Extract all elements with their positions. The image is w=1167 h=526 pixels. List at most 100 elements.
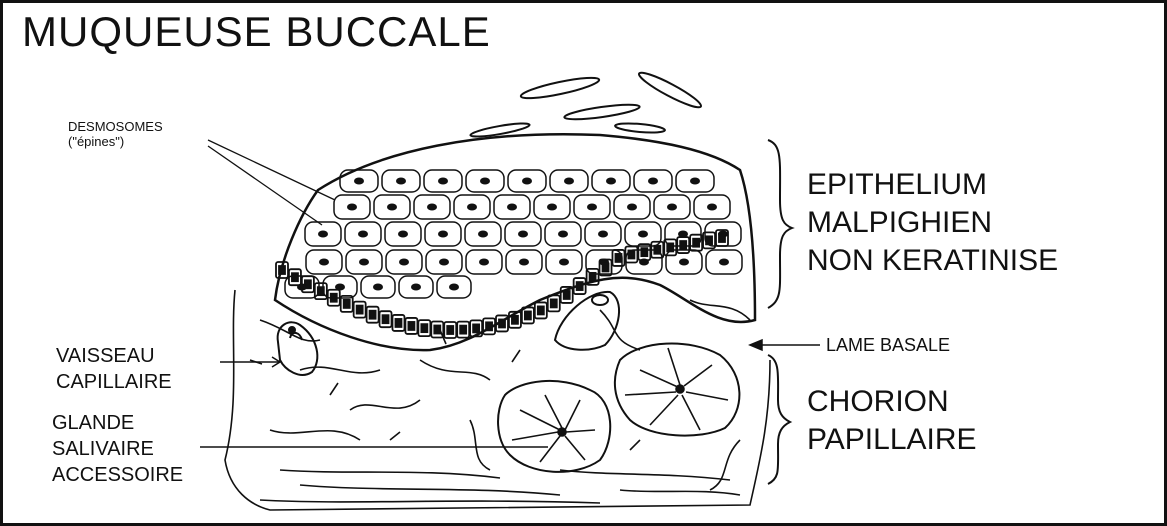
basal-nucleus <box>628 250 634 258</box>
basal-nucleus <box>473 324 479 332</box>
cell-nucleus <box>319 259 329 266</box>
cell-nucleus <box>347 204 357 211</box>
label-pointers <box>200 340 820 447</box>
basal-nucleus <box>590 273 596 281</box>
basal-nucleus <box>486 322 492 330</box>
cell-nucleus <box>627 204 637 211</box>
epithelium-label-line1: EPITHELIUM <box>807 166 1058 204</box>
cell-nucleus <box>648 178 658 185</box>
epithelium-label: EPITHELIUM MALPIGHIEN NON KERATINISE <box>807 166 1058 280</box>
cell-nucleus <box>359 259 369 266</box>
cell-nucleus <box>318 231 328 238</box>
lame-basale-label: LAME BASALE <box>826 332 950 358</box>
cell-nucleus <box>719 259 729 266</box>
cell-nucleus <box>399 259 409 266</box>
basal-nucleus <box>357 306 363 314</box>
basal-nucleus <box>279 266 285 274</box>
glande-label: GLANDE SALIVAIRE ACCESSOIRE <box>52 410 183 488</box>
salivary-gland-acini <box>498 344 739 472</box>
cell-nucleus <box>438 231 448 238</box>
cell-nucleus <box>690 178 700 185</box>
basal-nucleus <box>344 300 350 308</box>
basal-nucleus <box>318 287 324 295</box>
basal-nucleus <box>305 280 311 288</box>
basal-nucleus <box>383 315 389 323</box>
page-title: MUQUEUSE BUCCALE <box>22 8 491 56</box>
basal-nucleus <box>667 243 673 251</box>
cell-nucleus <box>427 204 437 211</box>
basal-nucleus <box>693 239 699 247</box>
cell-nucleus <box>587 204 597 211</box>
cell-nucleus <box>507 204 517 211</box>
cell-nucleus <box>564 178 574 185</box>
brackets <box>768 140 792 484</box>
basal-nucleus <box>499 319 505 327</box>
vaisseau-label: VAISSEAU CAPILLAIRE <box>56 343 172 395</box>
basal-nucleus <box>615 254 621 262</box>
cell-nucleus <box>396 178 406 185</box>
chorion-label-line2: PAPILLAIRE <box>807 421 977 459</box>
glande-label-line2: SALIVAIRE <box>52 436 183 462</box>
desmosomes-label-line2: ("épines") <box>68 134 163 149</box>
cell-nucleus <box>478 231 488 238</box>
basal-nucleus <box>434 325 440 333</box>
cell-nucleus <box>518 231 528 238</box>
cell-nucleus <box>358 231 368 238</box>
basal-nucleus <box>551 299 557 307</box>
basal-nucleus <box>331 294 337 302</box>
cell-nucleus <box>373 284 383 291</box>
basal-nucleus <box>680 241 686 249</box>
basal-nucleus <box>564 291 570 299</box>
cell-nucleus <box>387 204 397 211</box>
glande-label-line1: GLANDE <box>52 410 183 436</box>
cell-nucleus <box>438 178 448 185</box>
basal-nucleus <box>395 319 401 327</box>
glande-label-line3: ACCESSOIRE <box>52 462 183 488</box>
basal-nucleus <box>460 326 466 334</box>
cell-nucleus <box>559 259 569 266</box>
cell-nucleus <box>398 231 408 238</box>
basal-nucleus <box>292 273 298 281</box>
basal-nucleus <box>421 324 427 332</box>
cell-nucleus <box>519 259 529 266</box>
epithelium-label-line3: NON KERATINISE <box>807 242 1058 280</box>
cell-nucleus <box>679 259 689 266</box>
basal-nucleus <box>408 322 414 330</box>
basal-nucleus <box>603 263 609 271</box>
basal-nucleus <box>654 246 660 254</box>
basal-nucleus <box>447 326 453 334</box>
basal-nucleus <box>538 306 544 314</box>
chorion-label: CHORION PAPILLAIRE <box>807 383 977 459</box>
basal-nucleus <box>719 234 725 242</box>
epithelium-label-line2: MALPIGHIEN <box>807 204 1058 242</box>
chorion-bracket <box>768 355 790 484</box>
basal-nucleus <box>706 236 712 244</box>
desmosomes-label: DESMOSOMES ("épines") <box>68 119 163 149</box>
cell-nucleus <box>467 204 477 211</box>
cell-nucleus <box>411 284 421 291</box>
cell-nucleus <box>638 231 648 238</box>
basal-nucleus <box>577 282 583 290</box>
basal-nucleus <box>370 311 376 319</box>
desmosomes-pointers <box>208 140 335 225</box>
cell-nucleus <box>547 204 557 211</box>
cell-nucleus <box>667 204 677 211</box>
chorion-label-line1: CHORION <box>807 383 977 421</box>
epithelium-layer <box>275 134 755 350</box>
cell-nucleus <box>354 178 364 185</box>
cell-nucleus <box>598 231 608 238</box>
cell-nucleus <box>439 259 449 266</box>
cell-nucleus <box>606 178 616 185</box>
basal-nucleus <box>512 316 518 324</box>
basal-nucleus <box>525 311 531 319</box>
desmosomes-label-line1: DESMOSOMES <box>68 119 163 134</box>
vaisseau-label-line1: VAISSEAU <box>56 343 172 369</box>
cell-nucleus <box>707 204 717 211</box>
vaisseau-label-line2: CAPILLAIRE <box>56 369 172 395</box>
cell-nucleus <box>558 231 568 238</box>
cell-nucleus <box>479 259 489 266</box>
cell-nucleus <box>522 178 532 185</box>
cell-nucleus <box>449 284 459 291</box>
desquamating-cells <box>470 68 704 139</box>
cell-nucleus <box>480 178 490 185</box>
